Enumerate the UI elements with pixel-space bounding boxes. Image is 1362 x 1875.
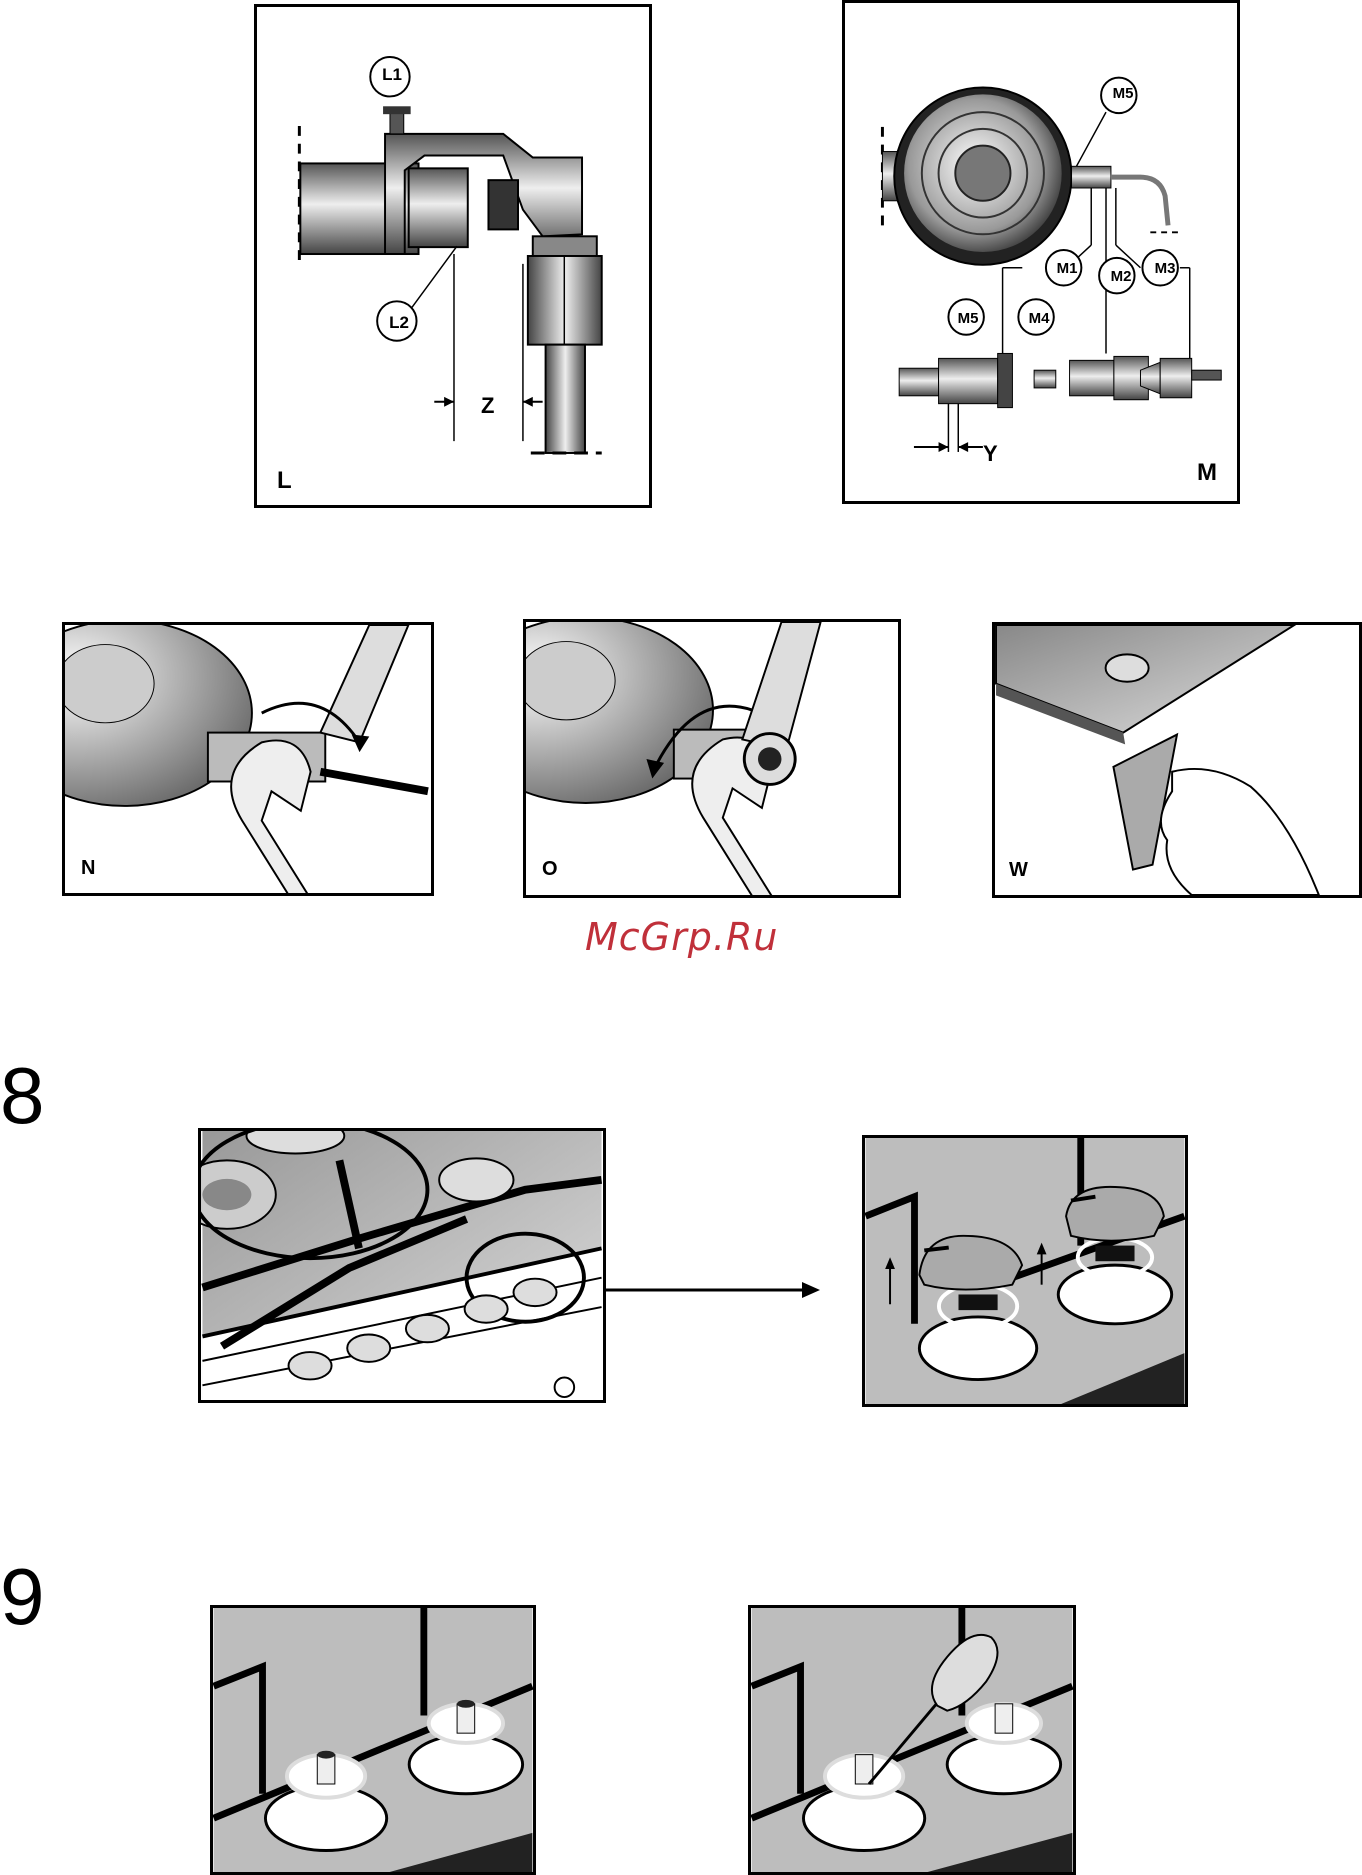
dimension-y: Y xyxy=(983,441,998,467)
figure-label-m: M xyxy=(1197,459,1217,487)
figure-label-w: W xyxy=(1009,859,1028,882)
figure-label-n: N xyxy=(81,857,95,880)
figure-o-drawing xyxy=(526,622,898,895)
figure-l-drawing xyxy=(257,7,649,505)
section-number-8: 8 xyxy=(0,1056,45,1136)
figure-o: O xyxy=(523,619,901,898)
figure-label-o: O xyxy=(542,858,558,881)
figure-9-burners xyxy=(210,1605,536,1875)
watermark: McGrp.Ru xyxy=(585,915,778,959)
figure-9-burners-drawing xyxy=(213,1608,533,1872)
section-number-9: 9 xyxy=(0,1557,45,1637)
callout-m1: M1 xyxy=(1052,260,1082,277)
callout-m2: M2 xyxy=(1106,268,1136,285)
callout-m3: M3 xyxy=(1150,260,1180,277)
figure-m-drawing xyxy=(845,3,1237,501)
figure-8-knobs xyxy=(862,1135,1188,1407)
figure-n: N xyxy=(62,622,434,896)
figure-l: L1 L2 Z L xyxy=(254,4,652,508)
figure-label-l: L xyxy=(277,467,292,495)
arrow-8 xyxy=(604,1278,824,1302)
dimension-z: Z xyxy=(481,393,494,419)
callout-m5-bottom: M5 xyxy=(953,310,983,327)
figure-9-cleaning-drawing xyxy=(751,1608,1073,1872)
callout-l1: L1 xyxy=(377,65,407,85)
figure-m: M5 M1 M2 M3 M5 M4 Y M xyxy=(842,0,1240,504)
figure-9-cleaning xyxy=(748,1605,1076,1875)
figure-8-hob xyxy=(198,1128,606,1403)
callout-l2: L2 xyxy=(384,313,414,333)
figure-n-drawing xyxy=(65,625,431,893)
figure-8-hob-drawing xyxy=(201,1131,603,1400)
figure-w: W xyxy=(992,622,1362,898)
figure-8-knobs-drawing xyxy=(865,1138,1185,1404)
figure-w-drawing xyxy=(995,625,1359,895)
callout-m4: M4 xyxy=(1024,310,1054,327)
callout-m5-top: M5 xyxy=(1108,85,1138,102)
